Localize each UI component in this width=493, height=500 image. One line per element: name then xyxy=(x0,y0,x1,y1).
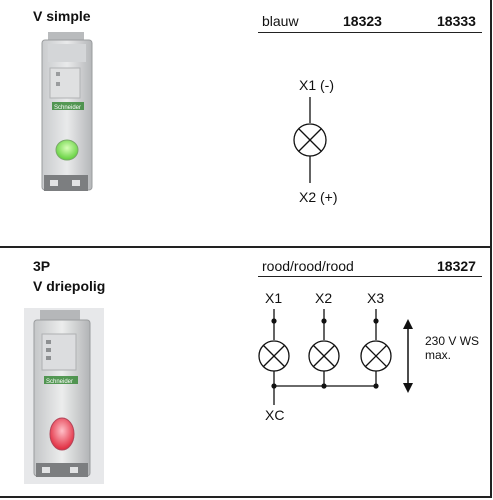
diagram1-lamp-symbol xyxy=(293,97,327,183)
device-photo-3p: Schneider xyxy=(24,308,104,484)
diagram2-input-x2: X2 xyxy=(315,290,333,306)
header1-color: blauw xyxy=(262,13,299,29)
device-logo: Schneider xyxy=(54,105,81,111)
diagram1-top-label: X1 (-) xyxy=(299,77,334,93)
diagram2-voltage: 230 V WS xyxy=(425,334,480,348)
section2-code: 3P xyxy=(33,258,51,274)
diagram2-common-label: XC xyxy=(265,407,285,423)
device2-logo: Schneider xyxy=(46,379,73,385)
diagram1-bottom-label: X2 (+) xyxy=(299,189,338,205)
section2-title: V driepolig xyxy=(33,278,106,294)
diagram2-input-x3: X3 xyxy=(367,290,385,306)
header1-ref1: 18323 xyxy=(343,13,382,29)
header1-rule xyxy=(258,32,482,33)
header2-rule xyxy=(258,276,482,277)
diagram2-voltage-note: max. xyxy=(425,348,452,362)
device-photo-simple: Schneider xyxy=(41,32,93,191)
diagram2-schematic xyxy=(258,309,413,405)
header2-color: rood/rood/rood xyxy=(262,258,354,274)
diagram2-input-x1: X1 xyxy=(265,290,283,306)
section1-title: V simple xyxy=(33,8,91,24)
section-divider xyxy=(0,246,491,248)
header1-ref2: 18333 xyxy=(437,13,476,29)
header2-ref1: 18327 xyxy=(437,258,476,274)
